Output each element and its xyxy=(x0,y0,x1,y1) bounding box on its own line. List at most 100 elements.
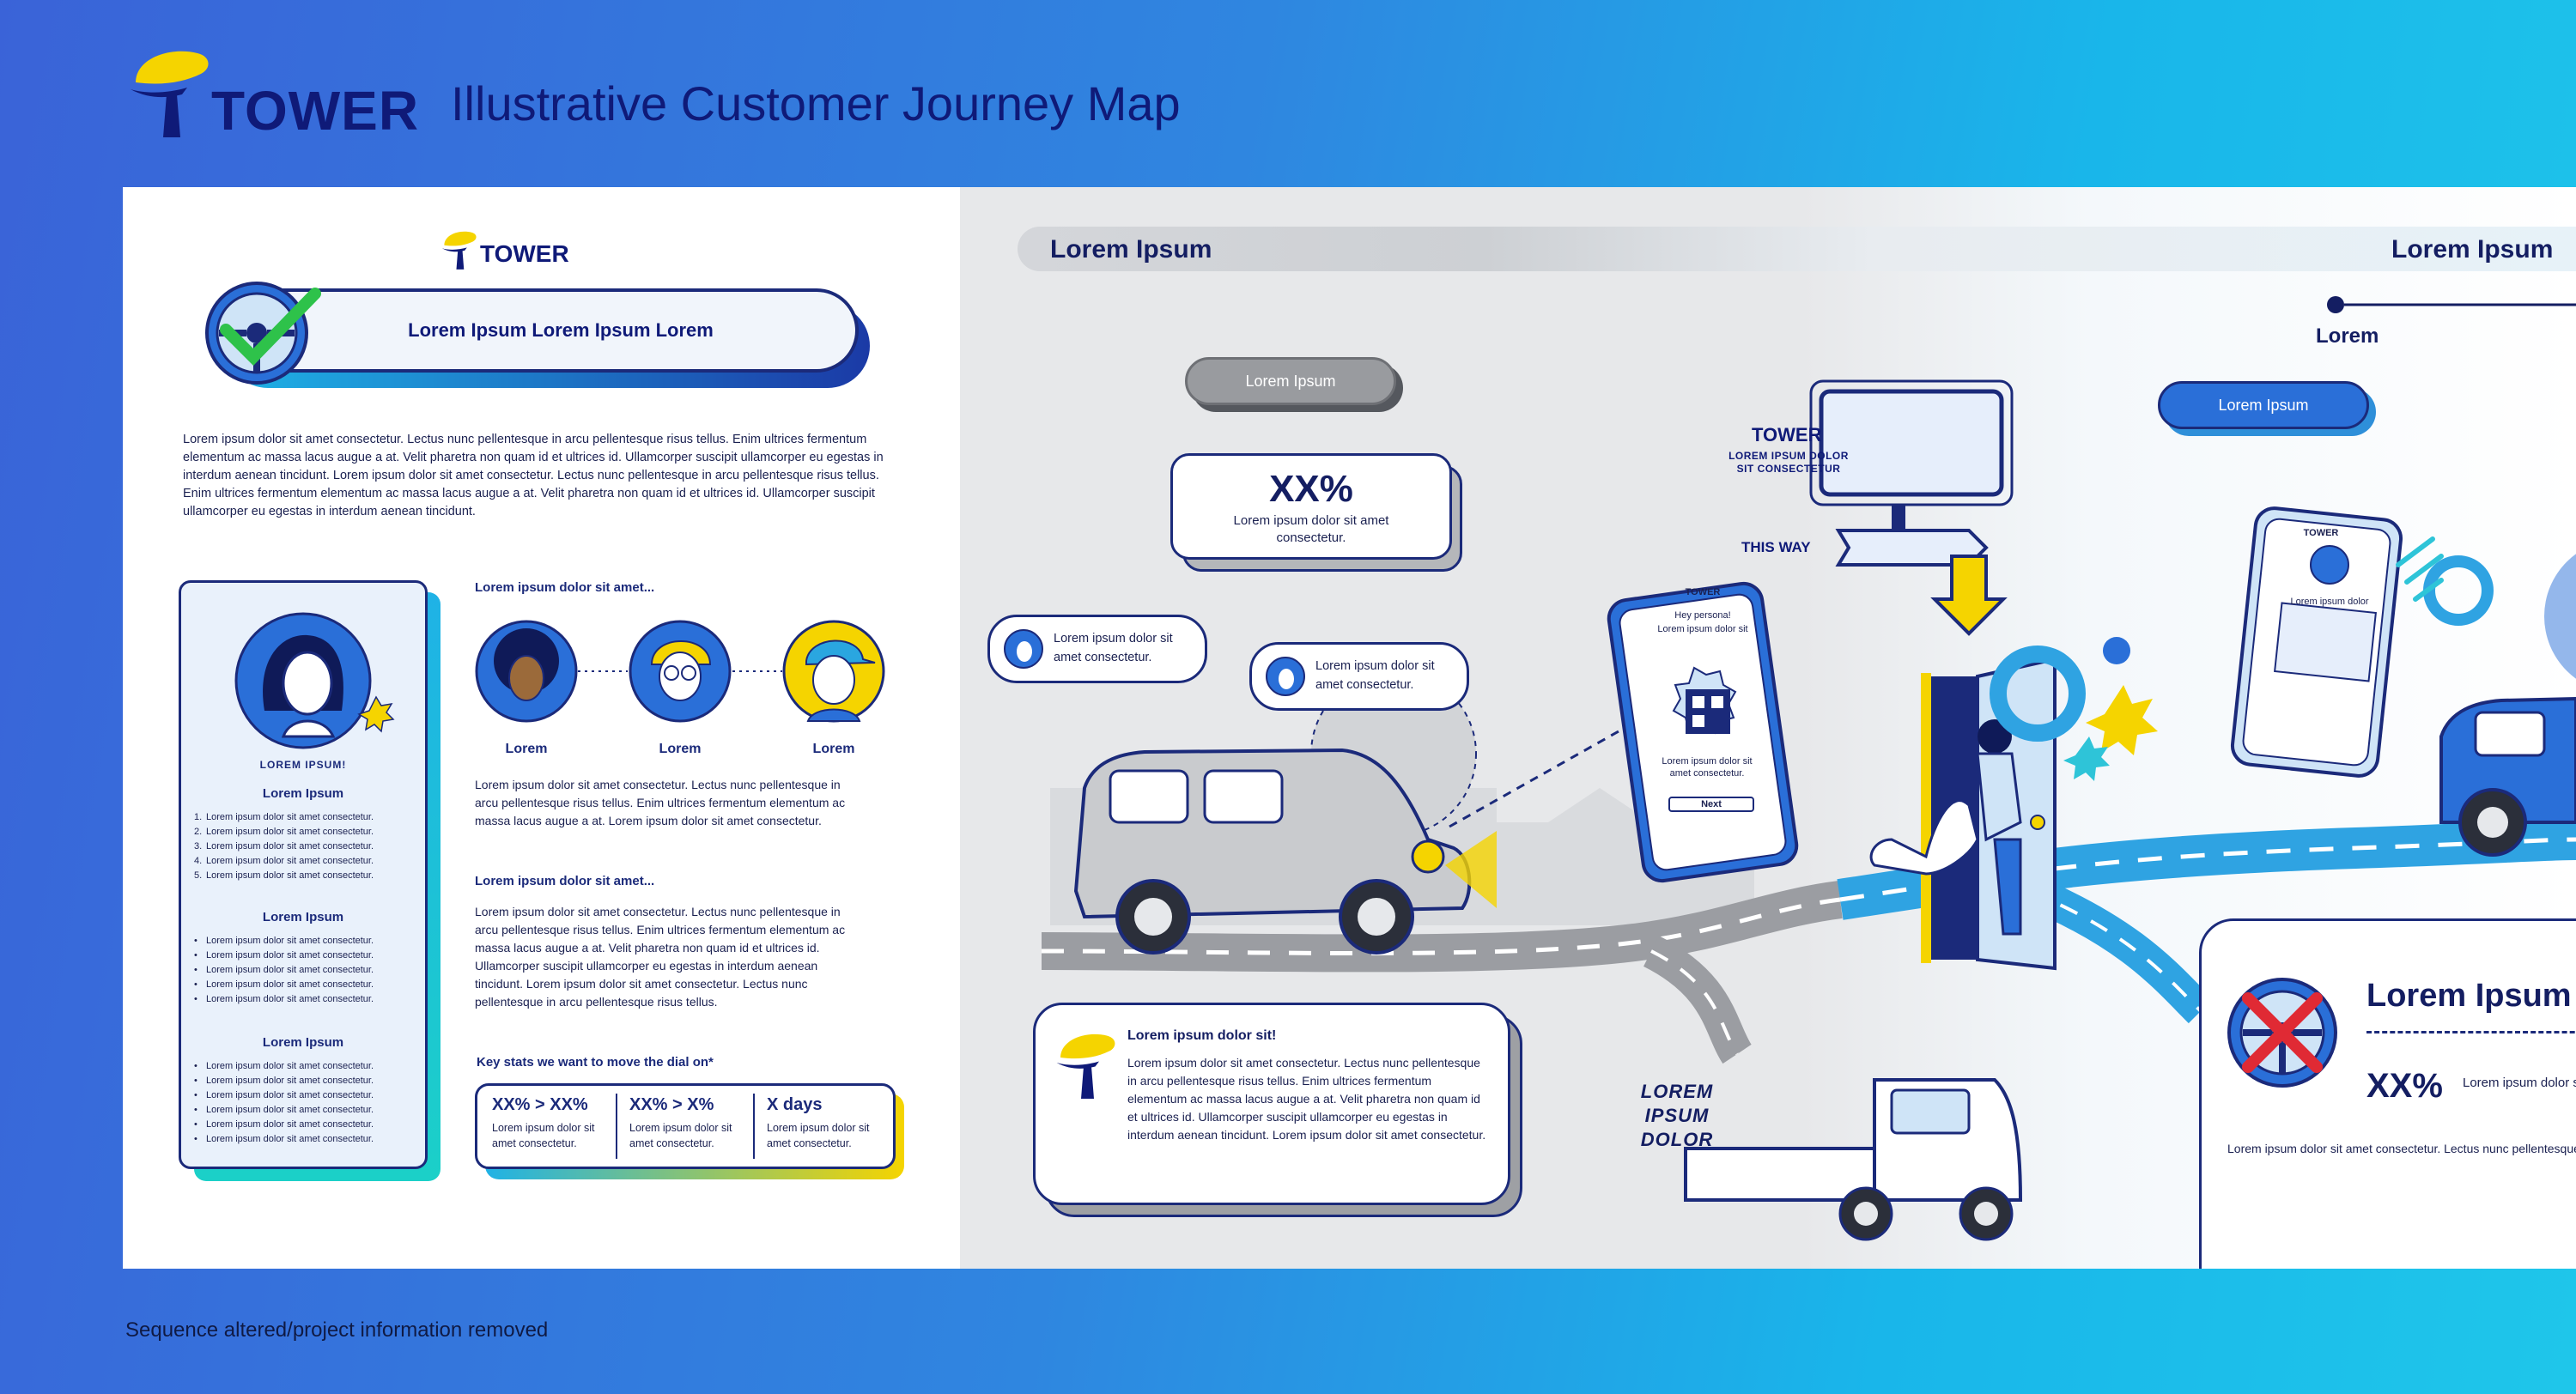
title-pill-label: Lorem Ipsum Lorem Ipsum Lorem xyxy=(408,319,714,341)
stats-box: XX% > XX% Lorem ipsum dolor sit amet con… xyxy=(475,1083,904,1179)
stat-text: Lorem ipsum dolor sit amet consectetur. xyxy=(492,1122,595,1149)
brand-name: TOWER xyxy=(211,80,420,142)
timeline-dot xyxy=(2327,296,2344,313)
list-item: Lorem ipsum dolor sit amet consectetur. xyxy=(194,1074,417,1088)
story-card-text: Lorem ipsum dolor sit amet consectetur. … xyxy=(1127,1056,1486,1142)
persona-list-1: Lorem ipsum dolor sit amet consectetur. … xyxy=(194,810,417,883)
persona-name: LOREM IPSUM! xyxy=(259,759,347,771)
list-item: Lorem ipsum dolor sit amet consectetur. xyxy=(194,1059,417,1074)
persona-section-heading: Lorem Ipsum xyxy=(262,1035,344,1050)
list-item: Lorem ipsum dolor sit amet consectetur. xyxy=(194,839,417,854)
stat-text: Lorem ipsum dolor sit amet consectetur. xyxy=(629,1122,732,1149)
stage-pill-blue: Lorem Ipsum xyxy=(2158,381,2369,429)
list-item: Lorem ipsum dolor sit amet consectetur. xyxy=(194,1118,417,1132)
persona-mini-icon xyxy=(1266,657,1305,696)
avatar-label: Lorem xyxy=(812,742,855,756)
phone1-line: Lorem ipsum dolor sit xyxy=(1657,624,1748,634)
stage-pill-grey: Lorem Ipsum xyxy=(1185,357,1396,405)
phone-qr-icon xyxy=(1607,581,1799,883)
speech-bubble-1: Lorem ipsum dolor sit amet consectetur. xyxy=(987,615,1207,683)
panel-brand: TOWER xyxy=(440,227,612,278)
left-panel: TOWER Lorem Ipsum Lorem Ipsum Lorem Lore… xyxy=(123,187,960,1269)
page-title: Illustrative Customer Journey Map xyxy=(451,76,1181,130)
journey-poster: TOWER Lorem Ipsum Lorem Ipsum Lorem Lore… xyxy=(123,187,2576,1269)
tower-sign-icon xyxy=(1809,379,2014,636)
phone1-next-button[interactable]: Next xyxy=(1668,797,1754,812)
persona-list-2: Lorem ipsum dolor sit amet consectetur. … xyxy=(194,934,417,1007)
section-heading-2: Lorem ipsum dolor sit amet... xyxy=(475,874,655,888)
persona-mini-icon xyxy=(1004,629,1043,669)
steering-cross-icon xyxy=(2227,978,2337,1088)
tower-logo-icon xyxy=(1056,1033,1115,1099)
persona-card: LOREM IPSUM! Lorem Ipsum Lorem ipsum dol… xyxy=(179,580,440,1181)
stat-item: X days Lorem ipsum dolor sit amet consec… xyxy=(767,1095,896,1151)
sign-arrow-label: THIS WAY xyxy=(1741,539,1811,555)
timeline-label: Lorem xyxy=(2316,324,2379,348)
avatar-label: Lorem xyxy=(659,742,702,756)
tower-logo: TOWER xyxy=(127,41,419,144)
footnote: Sequence altered/project information rem… xyxy=(125,1318,549,1342)
tower-logo-icon xyxy=(131,51,209,137)
title-pill: Lorem Ipsum Lorem Ipsum Lorem xyxy=(200,282,870,388)
outcome-title: Lorem Ipsum xyxy=(2366,978,2572,1014)
tow-truck-label: LOREM IPSUM DOLOR xyxy=(1640,1081,1714,1150)
stat-value: X days xyxy=(767,1095,823,1114)
persona-section-heading: Lorem Ipsum xyxy=(262,786,344,801)
outcome-value-text: Lorem ipsum dolor sit amet consectetur. xyxy=(2463,1076,2576,1090)
stats-heading: Key stats we want to move the dial on* xyxy=(477,1055,714,1070)
bubble-1-text: Lorem ipsum dolor sit amet consectetur. xyxy=(1054,632,1173,664)
list-item: Lorem ipsum dolor sit amet consectetur. xyxy=(194,810,417,825)
speech-bubble-2: Lorem ipsum dolor sit amet consectetur. xyxy=(1249,642,1469,711)
list-item: Lorem ipsum dolor sit amet consectetur. xyxy=(194,934,417,949)
sign-text: LOREM IPSUM DOLOR SIT CONSECTETUR xyxy=(1728,450,1849,475)
list-item: Lorem ipsum dolor sit amet consectetur. xyxy=(194,978,417,992)
list-item: Lorem ipsum dolor sit amet consectetur. xyxy=(194,1088,417,1103)
stat-item: XX% > X% Lorem ipsum dolor sit amet cons… xyxy=(629,1095,758,1151)
stat-card-text: Lorem ipsum dolor sit amet consectetur. xyxy=(1233,513,1389,545)
story-card-title: Lorem ipsum dolor sit! xyxy=(1127,1028,1277,1043)
avatar-label: Lorem xyxy=(505,742,548,756)
list-item: Lorem ipsum dolor sit amet consectetur. xyxy=(194,825,417,839)
bubble-2-text: Lorem ipsum dolor sit amet consectetur. xyxy=(1315,659,1435,692)
stat-value: XX% > X% xyxy=(629,1095,714,1114)
list-item: Lorem ipsum dolor sit amet consectetur. xyxy=(194,949,417,963)
blue-car-icon xyxy=(2423,554,2576,857)
list-item: Lorem ipsum dolor sit amet consectetur. xyxy=(194,1132,417,1147)
steering-check-icon xyxy=(205,282,321,385)
phone1-caption: Lorem ipsum dolor sit amet consectetur. xyxy=(1662,756,1753,779)
list-item: Lorem ipsum dolor sit amet consectetur. xyxy=(194,963,417,978)
phone2-brand: TOWER xyxy=(2303,528,2339,538)
list-item: Lorem ipsum dolor sit amet consectetur. xyxy=(194,1103,417,1118)
section-heading-1: Lorem ipsum dolor sit amet... xyxy=(475,580,655,595)
outcome-value: XX% xyxy=(2366,1067,2443,1105)
outcome-card: Lorem Ipsum XX% Lorem ipsum dolor sit am… xyxy=(2199,918,2576,1269)
stat-text: Lorem ipsum dolor sit amet consectetur. xyxy=(767,1122,870,1149)
list-item: Lorem ipsum dolor sit amet consectetur. xyxy=(194,869,417,883)
stat-value: XX% > XX% xyxy=(492,1095,588,1114)
list-item: Lorem ipsum dolor sit amet consectetur. xyxy=(194,992,417,1007)
stat-item: XX% > XX% Lorem ipsum dolor sit amet con… xyxy=(492,1095,621,1151)
phone-claim-icon xyxy=(2230,506,2403,778)
paragraph-2: Lorem ipsum dolor sit amet consectetur. … xyxy=(475,905,846,1009)
persona-list-3: Lorem ipsum dolor sit amet consectetur. … xyxy=(194,1059,417,1147)
crashed-car-icon xyxy=(1073,748,1497,955)
stage-label-right: Lorem Ipsum xyxy=(2391,235,2554,264)
panel-brand-name: TOWER xyxy=(480,240,569,267)
phone1-greeting: Hey persona! xyxy=(1674,610,1731,621)
story-card: Lorem ipsum dolor sit! Lorem ipsum dolor… xyxy=(1033,1003,1522,1217)
outcome-text: Lorem ipsum dolor sit amet consectetur. … xyxy=(2227,1142,2576,1155)
stat-card: XX% Lorem ipsum dolor sit amet consectet… xyxy=(1170,453,1462,572)
tower-logo-icon xyxy=(441,231,477,270)
persona-avatar xyxy=(234,612,395,749)
phone2-line: Lorem ipsum dolor xyxy=(2290,597,2369,607)
paragraph-1: Lorem ipsum dolor sit amet consectetur. … xyxy=(475,778,846,827)
stage-bar xyxy=(1018,227,2576,271)
list-item: Lorem ipsum dolor sit amet consectetur. xyxy=(194,854,417,869)
door-icon xyxy=(1869,657,2057,971)
avatar-row xyxy=(475,620,885,723)
tow-truck-icon xyxy=(1684,1078,2023,1241)
phone1-brand: TOWER xyxy=(1685,587,1721,597)
journey-illustration xyxy=(1041,296,2576,1241)
sign-brand: TOWER xyxy=(1752,424,1822,445)
stat-card-value: XX% xyxy=(1269,468,1353,510)
